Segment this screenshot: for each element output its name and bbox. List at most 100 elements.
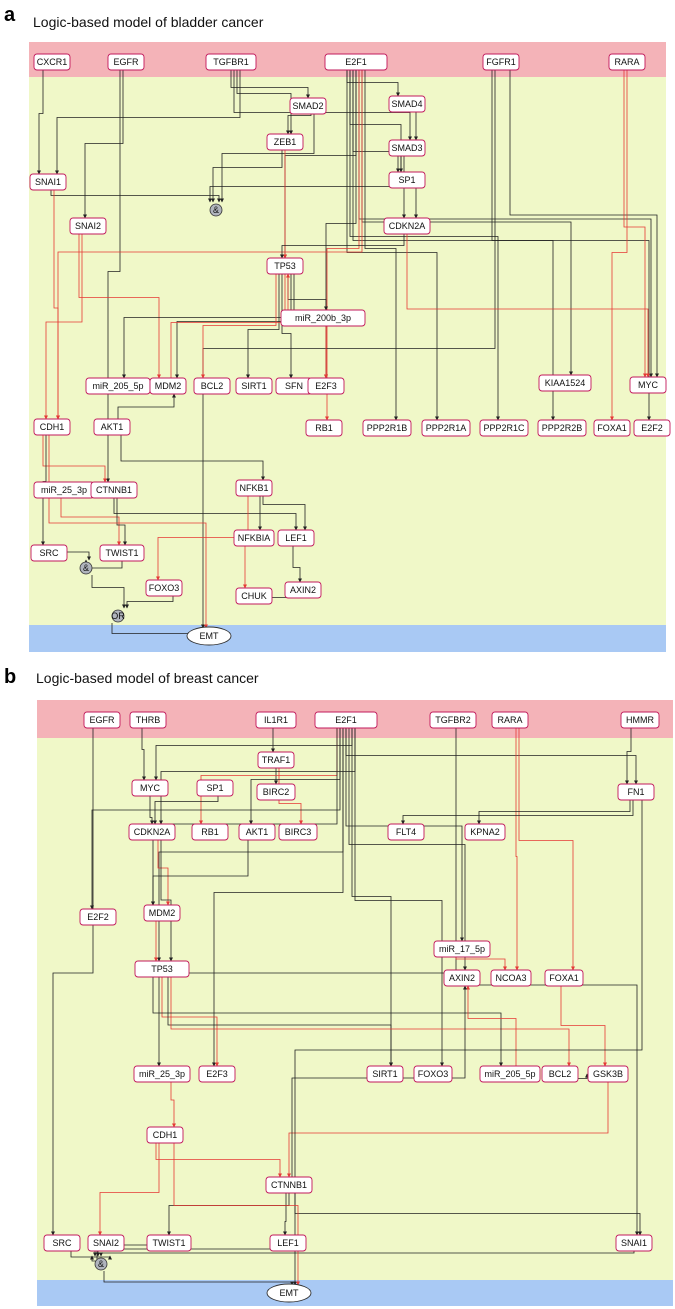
edge-FOXA1-GSK3B — [560, 985, 607, 1067]
node-mir205: miR_205_5p — [479, 1065, 541, 1083]
edge-E2F1-E2F2 — [90, 727, 341, 910]
edge-SNAI2-MDM2 — [78, 233, 161, 379]
edge-miR205-AXIN2 — [466, 985, 517, 1067]
node-label: TGFBR2 — [435, 715, 471, 725]
edge-SNAI1-AND1 — [99, 1250, 635, 1257]
node-birc3: BIRC3 — [278, 823, 318, 841]
node-src: SRC — [43, 1234, 81, 1252]
node-label: PPP2R2B — [542, 423, 583, 433]
node-foxo3: FOXO3 — [413, 1065, 453, 1083]
node-box — [149, 377, 187, 395]
panel-a: a Logic-based model of bladder cancer CX… — [4, 4, 671, 652]
edge-ZEB1-AND1 — [211, 149, 283, 203]
edge-FN1-FLT4 — [401, 799, 634, 825]
node-label: BCL2 — [549, 1069, 572, 1079]
node-label: FOXA1 — [597, 423, 627, 433]
edge-AKT1-NFKB1 — [120, 434, 265, 481]
edge-HMMR-FN1 — [625, 727, 632, 785]
node-cdkn2a: CDKN2A — [383, 217, 431, 235]
node-box — [198, 1065, 236, 1083]
edge-TP53-SIRT1 — [167, 976, 393, 1067]
node-label: SNAI2 — [93, 1238, 119, 1248]
node-axin2: AXIN2 — [443, 969, 481, 987]
node-label: SP1 — [398, 175, 415, 185]
node-box — [491, 711, 529, 729]
edge-TGFBR1-SNAI1 — [55, 69, 241, 175]
node-label: AXIN2 — [290, 585, 316, 595]
node-label: RARA — [614, 57, 639, 67]
node-box — [362, 419, 412, 437]
node-label: E2F2 — [87, 912, 109, 922]
edge-SNAI1-AND1 — [50, 189, 221, 203]
node-mir200b: miR_200b_3p — [280, 309, 366, 327]
node-rb1: RB1 — [305, 419, 343, 437]
node-label: SNAI1 — [621, 1238, 647, 1248]
node-sp1: SP1 — [388, 171, 426, 189]
node-label: FOXO3 — [149, 583, 180, 593]
edge-CDH1-EMT — [48, 434, 208, 629]
node-box — [388, 171, 426, 189]
node-fgfr1: FGFR1 — [482, 53, 520, 71]
node-ppp2r1b: PPP2R1B — [362, 419, 412, 437]
edge-EGFR-CTNNB1 — [106, 69, 121, 483]
node-label: CDH1 — [40, 422, 65, 432]
node-box — [629, 376, 667, 394]
edge-RARA-MYC — [623, 69, 647, 378]
edge-CDKN2A-MDM2 — [157, 839, 170, 906]
node-e2f2: E2F2 — [633, 419, 671, 437]
node-box — [256, 783, 296, 801]
node-box — [608, 53, 646, 71]
node-label: AKT1 — [101, 422, 124, 432]
node-label: LEF1 — [285, 533, 307, 543]
node-label: CDH1 — [153, 1130, 178, 1140]
node-box — [593, 419, 631, 437]
node-sirt1: SIRT1 — [366, 1065, 404, 1083]
edge-NFKB1-FOXO3 — [156, 495, 249, 581]
edge-TP53-miR205 — [122, 273, 292, 379]
node-box — [269, 1234, 307, 1252]
edge-SNAI2-CDH1 — [44, 233, 83, 420]
edge-FGFR1-MYC — [509, 69, 659, 378]
node-label: miR_205_5p — [484, 1069, 535, 1079]
node-label: E2F1 — [335, 715, 357, 725]
node-box — [145, 579, 183, 597]
node-rara: RARA — [491, 711, 529, 729]
edge-FGFR1-PPP2R2B — [491, 69, 555, 421]
node-label: BCL2 — [201, 381, 224, 391]
edge-TP53-BCL2 — [170, 976, 571, 1067]
node-box — [324, 53, 388, 71]
node-label: NFKB1 — [239, 483, 268, 493]
node-box — [233, 529, 275, 547]
node-myc: MYC — [629, 376, 667, 394]
node-box — [266, 133, 304, 151]
node-label: CDKN2A — [134, 827, 171, 837]
edge-CDKN2A-TP53 — [280, 233, 405, 259]
panel-a-title: Logic-based model of bladder cancer — [33, 14, 264, 30]
node-label: HMMR — [626, 715, 654, 725]
node-box — [617, 783, 655, 801]
node-mir17: miR_17_5p — [433, 940, 491, 958]
edge-E2F1-RB1 — [325, 69, 360, 421]
node-box — [383, 217, 431, 235]
node-label: IL1R1 — [264, 715, 288, 725]
node-box — [314, 711, 378, 729]
panel-b-letter: b — [4, 666, 17, 688]
edge-E2F1-PPP2R1A — [346, 69, 439, 421]
node-e2f3: E2F3 — [198, 1065, 236, 1083]
node-box — [79, 908, 117, 926]
edge-FGFR1-EMT — [201, 69, 496, 629]
edge-EGFR-SNAI2 — [83, 69, 124, 219]
node-box — [235, 587, 273, 605]
node-label: SIRT1 — [241, 381, 266, 391]
node-box — [133, 1065, 191, 1083]
edge-E2F1-FOXO3 — [354, 727, 444, 1067]
output-node-ellipse — [186, 626, 232, 646]
node-box — [289, 97, 327, 115]
node-box — [284, 581, 322, 599]
node-birc2: BIRC2 — [256, 783, 296, 801]
edges — [37, 69, 659, 634]
node-ctnnb1: CTNNB1 — [265, 1176, 313, 1194]
output-node-ellipse — [266, 1283, 312, 1303]
